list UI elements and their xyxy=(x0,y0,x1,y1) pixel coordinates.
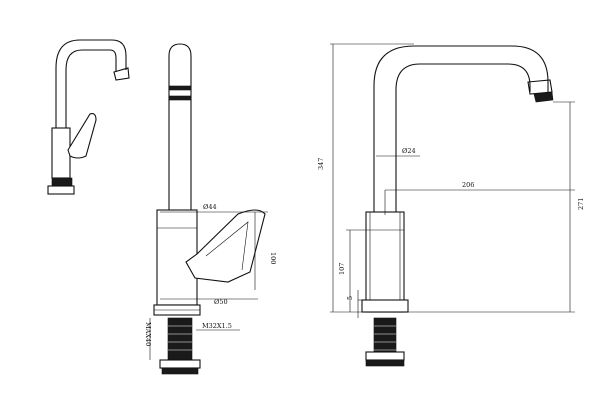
dim-side-base-diameter: Ø50 xyxy=(214,298,228,306)
dim-side-body-height: 100 xyxy=(269,252,277,264)
side-view: Ø44 100 Ø50 M32X1.5 MAX40 xyxy=(144,43,277,375)
dim-front-spout-diameter: Ø24 xyxy=(402,147,416,155)
dim-front-base-height: 5 xyxy=(346,296,354,300)
dim-front-overall-height: 347 xyxy=(317,158,325,170)
dim-front-body-height: 107 xyxy=(338,263,346,275)
dim-side-thread: M32X1.5 xyxy=(202,322,232,330)
dim-side-max-depth: MAX40 xyxy=(144,322,152,346)
dim-front-spout-clearance: 271 xyxy=(577,198,585,210)
perspective-view xyxy=(47,39,130,195)
front-view: 347 Ø24 206 271 107 5 xyxy=(317,43,585,367)
dim-front-reach: 206 xyxy=(462,181,474,189)
dim-side-body-diameter: Ø44 xyxy=(203,203,217,211)
